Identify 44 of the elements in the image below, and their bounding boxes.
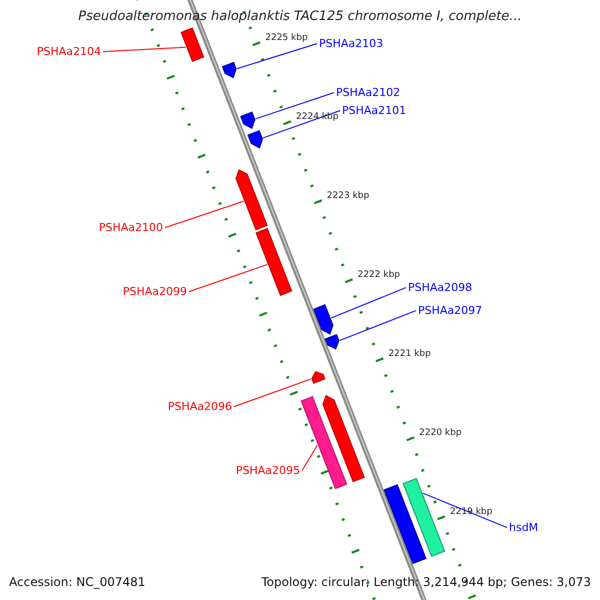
gene-label: PSHAa2101 bbox=[342, 104, 406, 118]
gene-block bbox=[180, 27, 204, 62]
gene-block bbox=[313, 304, 334, 335]
gene-label: PSHAa2100 bbox=[98, 221, 163, 234]
gene-block bbox=[311, 371, 326, 384]
gene-block bbox=[402, 478, 446, 557]
leader-line bbox=[330, 287, 406, 319]
gene-label: PSHAa2102 bbox=[336, 86, 400, 100]
gene-block bbox=[255, 228, 292, 296]
gene-label: PSHAa2099 bbox=[122, 285, 187, 298]
leader-line bbox=[339, 310, 416, 341]
gene-block bbox=[235, 169, 268, 230]
tick-label: 2225 kbp bbox=[265, 32, 308, 44]
footer-text: Topology: circular; Length: 3,214,944 bp; Genes: 3,073 bbox=[261, 575, 591, 590]
leader-line bbox=[236, 43, 318, 70]
gene-label: PSHAa2103 bbox=[319, 37, 384, 50]
gene-label: hsdM bbox=[509, 521, 538, 534]
gene-label: PSHAa2097 bbox=[418, 304, 482, 318]
leader-line bbox=[164, 200, 244, 228]
title: Pseudoalteromonas haloplanktis TAC125 chromosome I, complete... bbox=[77, 9, 523, 25]
gene-block bbox=[300, 396, 348, 490]
gene-label: PSHAa2095 bbox=[236, 464, 300, 478]
leader-line bbox=[234, 378, 312, 408]
gene-block bbox=[322, 394, 365, 482]
gene-label: PSHAa2104 bbox=[36, 45, 101, 58]
tick-label: 2221 kbp bbox=[388, 349, 431, 360]
tick-label: 2223 kbp bbox=[326, 190, 370, 202]
leader-line bbox=[188, 264, 268, 292]
tick-label: 2220 kbp bbox=[419, 428, 462, 439]
gene-label: PSHAa2096 bbox=[168, 400, 232, 414]
gene-block bbox=[222, 62, 237, 78]
leader-line bbox=[262, 110, 340, 138]
leader-line bbox=[302, 444, 318, 472]
gene-block bbox=[384, 484, 427, 564]
gene-block bbox=[240, 112, 256, 130]
gene-label: PSHAa2098 bbox=[408, 281, 472, 294]
tick-label: 2224 kbp bbox=[296, 112, 338, 123]
tick-label: 2222 kbp bbox=[358, 270, 400, 281]
leader-line bbox=[255, 92, 334, 120]
gene-block bbox=[324, 334, 340, 350]
tick-label: 2219 kbp bbox=[450, 507, 492, 518]
leader-line bbox=[422, 492, 508, 528]
footer-text: Accession: NC_007481 bbox=[9, 575, 146, 590]
gene-block bbox=[247, 130, 264, 149]
